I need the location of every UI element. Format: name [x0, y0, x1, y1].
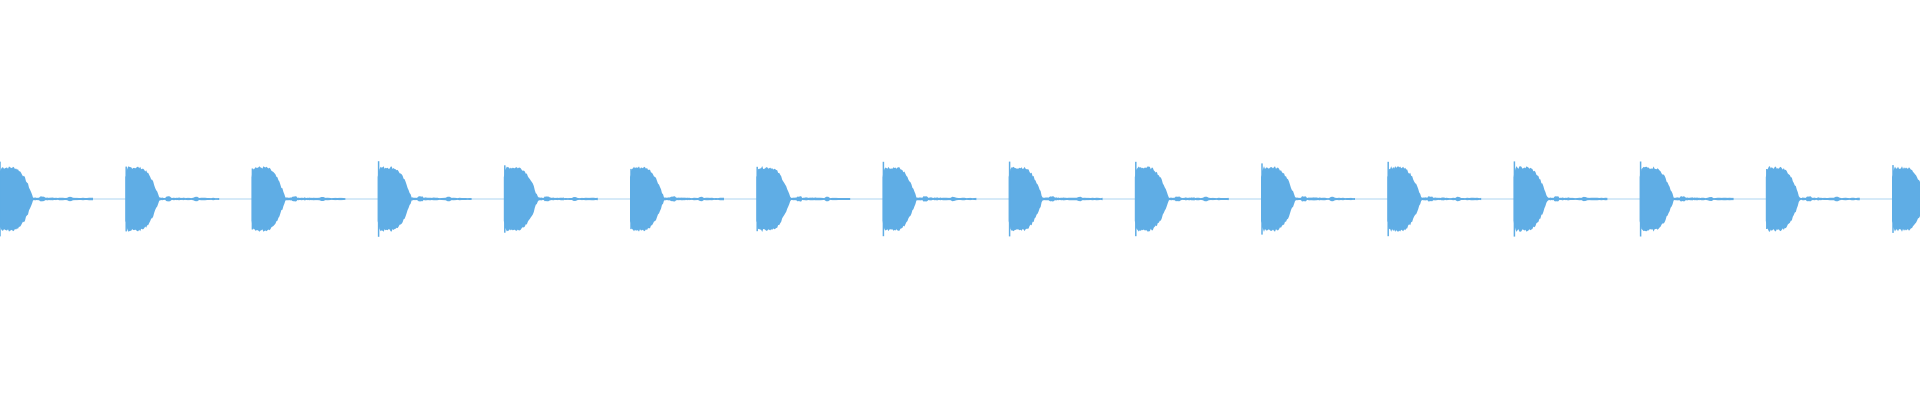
waveform-pulse [630, 166, 724, 232]
waveform-pulse [1892, 166, 1920, 232]
waveform-pulse [503, 166, 598, 232]
waveform-pulse [1134, 166, 1229, 232]
waveform-pulse [756, 166, 851, 232]
waveform-pulse [882, 166, 977, 232]
waveform-pulse [125, 166, 220, 232]
waveform-pulse [377, 166, 472, 232]
waveform-pulse [1387, 166, 1482, 232]
waveform-pulse [1008, 166, 1103, 232]
waveform-pulses [0, 161, 1920, 237]
waveform-pulse [1639, 166, 1734, 232]
waveform-pulse [1765, 166, 1860, 232]
waveform-pulse [1261, 166, 1355, 232]
waveform-pulse [251, 166, 346, 232]
waveform-pulse [1513, 166, 1608, 232]
waveform-pulse [0, 166, 93, 232]
